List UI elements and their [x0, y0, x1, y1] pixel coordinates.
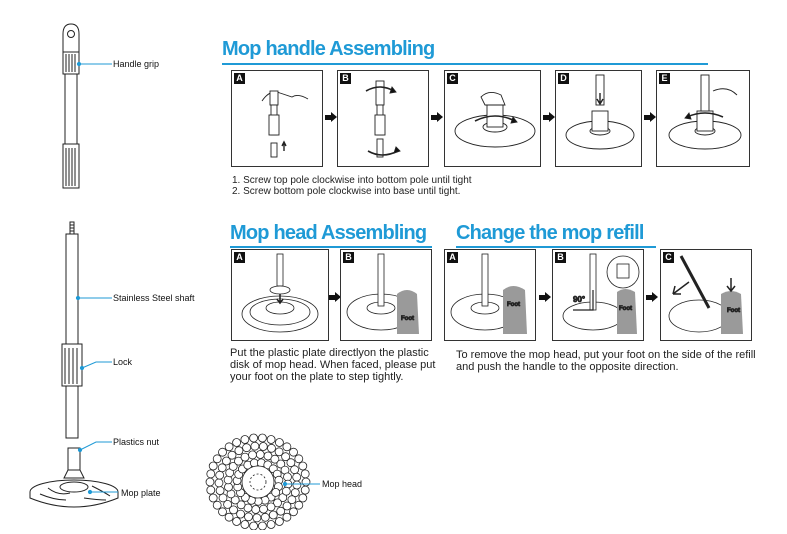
shaft-label: Stainless Steel shaft — [113, 293, 195, 303]
step-badge: A — [234, 73, 245, 84]
handle-section-title: Mop handle Assembling — [222, 38, 435, 60]
refill-step-a-panel: A Foot — [444, 249, 536, 341]
handle-instruction-2: 2. Screw bottom pole clockwise into base… — [232, 186, 461, 197]
step-badge: C — [663, 252, 674, 263]
step-badge: B — [340, 73, 351, 84]
handle-step-a-panel: A — [231, 70, 323, 167]
handle-instruction-1: 1. Screw top pole clockwise into bottom … — [232, 175, 472, 186]
handle-step-b-panel: B — [337, 70, 429, 167]
foot-label: Foot — [619, 306, 632, 312]
head-instruction: Put the plastic plate directlyon the pla… — [230, 347, 436, 383]
handle-title-underline — [222, 63, 708, 65]
step-badge: C — [447, 73, 458, 84]
plastics-nut-label: Plastics nut — [113, 437, 160, 447]
refill-title-underline — [456, 246, 656, 248]
mop-head-illustration — [205, 433, 320, 530]
angle-label: 90° — [573, 295, 585, 304]
foot-label: Foot — [401, 316, 414, 322]
mop-plate-drawing — [29, 447, 119, 508]
lock-label: Lock — [113, 357, 133, 367]
step-badge: D — [558, 73, 569, 84]
step-badge: B — [343, 252, 354, 263]
mop-plate-label: Mop plate — [121, 488, 161, 498]
handle-step-e-panel: E — [656, 70, 750, 167]
refill-section-title: Change the mop refill — [456, 222, 644, 244]
shaft-drawing — [61, 221, 83, 439]
head-step-b-panel: B Foot — [340, 249, 432, 341]
refill-instruction: To remove the mop head, put your foot on… — [456, 349, 756, 373]
refill-step-c-panel: C Foot — [660, 249, 752, 341]
refill-step-b-panel: B 90° Foot — [552, 249, 644, 341]
step-badge: B — [555, 252, 566, 263]
handle-step-d-panel: D — [555, 70, 642, 167]
head-step-a-panel: A — [231, 249, 329, 341]
mop-parts-illustration — [29, 23, 119, 508]
step-badge: E — [659, 73, 670, 84]
foot-label: Foot — [507, 302, 520, 308]
handle-grip-drawing — [62, 23, 80, 189]
step-badge: A — [447, 252, 458, 263]
head-section-title: Mop head Assembling — [230, 222, 427, 244]
handle-step-c-panel: C — [444, 70, 541, 167]
step-badge: A — [234, 252, 245, 263]
mop-head-label: Mop head — [322, 479, 363, 489]
foot-label: Foot — [727, 308, 740, 314]
head-title-underline — [230, 246, 432, 248]
handle-grip-label: Handle grip — [113, 59, 160, 69]
